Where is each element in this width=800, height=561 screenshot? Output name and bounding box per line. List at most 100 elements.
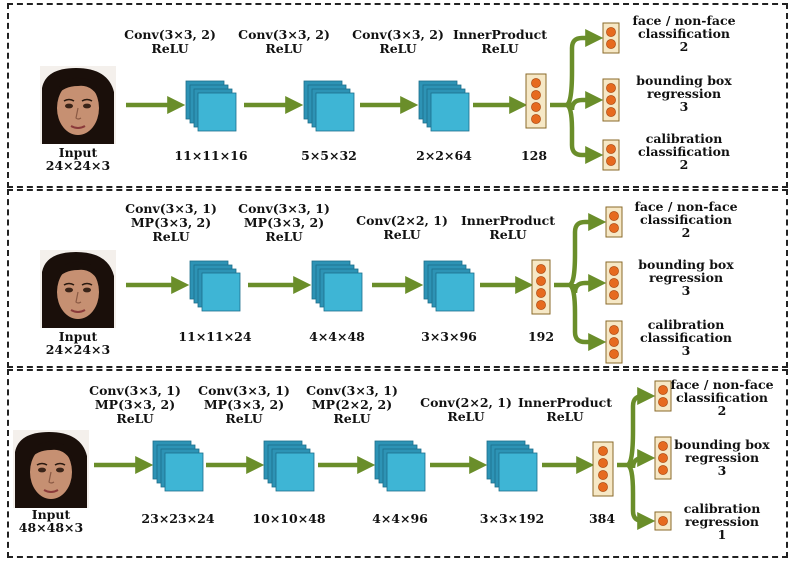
feature-map-dim: 10×10×48 <box>252 511 326 526</box>
feature-map-stack <box>311 260 363 312</box>
output-head-label-line: calibration <box>647 317 725 332</box>
layer-op-label-line: MP(3×3, 2) <box>130 215 212 230</box>
neuron <box>658 441 668 451</box>
output-head-label-line: bounding box <box>636 73 732 88</box>
fc-layer-label-line: InnerProduct <box>452 27 548 42</box>
feature-map-dim: 11×11×24 <box>178 329 252 344</box>
branch-arrow <box>568 282 607 351</box>
feature-map-stack <box>374 440 426 492</box>
output-head-label-line: regression <box>648 270 724 285</box>
output-head-label-line: regression <box>684 450 760 465</box>
input-label-line: Input <box>58 329 98 344</box>
layer-op-label: Conv(3×3, 1)MP(3×3, 2)ReLU <box>89 384 181 426</box>
output-head-label-line: bounding box <box>674 437 770 452</box>
output-head-label-line: 3 <box>679 99 689 114</box>
neuron <box>606 83 616 93</box>
output-head-label-line: face / non-face <box>670 377 774 392</box>
output-head-label-line: 3 <box>717 463 727 478</box>
layer-op-label: Conv(3×3, 2)ReLU <box>238 28 330 56</box>
layer-op-label-line: ReLU <box>152 229 190 244</box>
fc-layer-label-line: InnerProduct <box>460 213 556 228</box>
panel-frame-2 <box>7 189 788 368</box>
neuron <box>658 453 668 463</box>
feature-map-dim: 3×3×192 <box>479 511 545 526</box>
layer-op-label-line: Conv(3×3, 2) <box>238 27 330 42</box>
neuron <box>531 90 541 100</box>
neuron <box>609 349 619 359</box>
output-head-label-line: classification <box>675 390 769 405</box>
input-label-line: 24×24×3 <box>45 158 111 173</box>
feature-map-dim: 4×4×96 <box>372 511 428 526</box>
feature-map-stack <box>263 440 315 492</box>
feature-map-stack <box>189 260 241 312</box>
branch-arrow <box>565 29 604 108</box>
output-head-label-line: face / non-face <box>634 199 738 214</box>
feature-map-dim: 4×4×48 <box>309 329 365 344</box>
input-label-line: 48×48×3 <box>18 520 84 535</box>
output-head-label-line: classification <box>639 212 733 227</box>
neuron <box>536 264 546 274</box>
layer-op-label-line: ReLU <box>333 411 371 426</box>
panel-frame-3 <box>7 369 788 558</box>
fc-layer-dim: 192 <box>527 329 555 344</box>
layer-op-label-line: Conv(3×3, 1) <box>125 201 217 216</box>
feature-map-slice <box>435 272 475 312</box>
neuron <box>658 385 668 395</box>
feature-map-slice <box>275 452 315 492</box>
neuron <box>536 300 546 310</box>
feature-map-slice <box>498 452 538 492</box>
output-head-label-line: 3 <box>681 343 691 358</box>
layer-op-label: Conv(3×3, 1)MP(3×3, 2)ReLU <box>125 202 217 244</box>
layer-op-label-line: ReLU <box>116 411 154 426</box>
output-head-label-line: bounding box <box>638 257 734 272</box>
output-head-label-line: calibration <box>645 131 723 146</box>
neuron <box>606 27 616 37</box>
neuron <box>598 446 608 456</box>
output-head-label-line: regression <box>684 514 760 529</box>
neuron <box>536 288 546 298</box>
layer-op-label-line: Conv(3×3, 1) <box>306 383 398 398</box>
fc-layer-label-line: ReLU <box>546 409 584 424</box>
fc-layer-label-line: InnerProduct <box>517 395 613 410</box>
feature-map-stack <box>303 80 355 132</box>
layer-op-label-line: MP(3×3, 2) <box>94 397 176 412</box>
feature-map-dim: 5×5×32 <box>301 148 357 163</box>
layer-op-label: Conv(3×3, 1)MP(3×3, 2)ReLU <box>238 202 330 244</box>
layer-op-label-line: Conv(2×2, 1) <box>420 395 512 410</box>
layer-op-label-line: ReLU <box>265 229 303 244</box>
feature-map-stack <box>185 80 237 132</box>
layer-op-label-line: ReLU <box>225 411 263 426</box>
feature-map-slice <box>430 92 470 132</box>
layer-op-label-line: Conv(3×3, 2) <box>124 27 216 42</box>
feature-map-slice <box>315 92 355 132</box>
layer-op-label-line: ReLU <box>379 41 417 56</box>
neuron <box>609 290 619 300</box>
neuron <box>658 397 668 407</box>
layer-op-label: Conv(3×3, 1)MP(2×2, 2)ReLU <box>306 384 398 426</box>
layer-op-label: Conv(3×3, 2)ReLU <box>124 28 216 56</box>
feature-map-dim: 3×3×96 <box>421 329 477 344</box>
layer-op-label: Conv(2×2, 1)ReLU <box>356 214 448 242</box>
layer-op-label-line: MP(3×3, 2) <box>203 397 285 412</box>
neuron <box>598 458 608 468</box>
neuron <box>531 102 541 112</box>
layer-op-label-line: MP(2×2, 2) <box>311 397 393 412</box>
output-head-label-line: 2 <box>679 39 689 54</box>
neuron <box>531 78 541 88</box>
output-head-label-line: 3 <box>681 283 691 298</box>
output-head-label-line: regression <box>646 86 722 101</box>
feature-map-slice <box>323 272 363 312</box>
neuron <box>606 95 616 105</box>
input-label-line: 24×24×3 <box>45 342 111 357</box>
neuron <box>658 465 668 475</box>
